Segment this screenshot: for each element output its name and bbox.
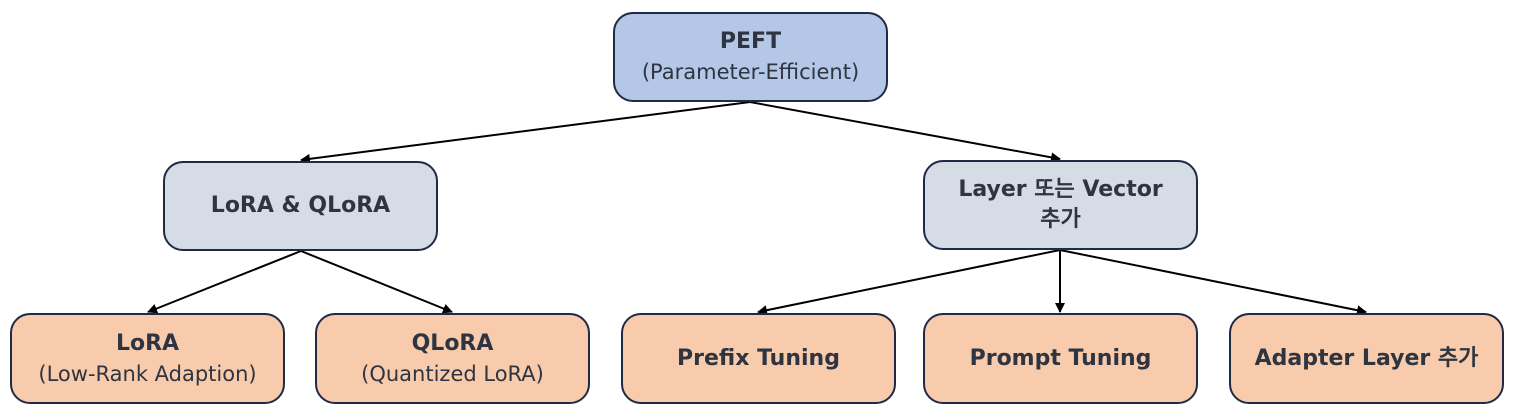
node-adapter-layer-title: Adapter Layer 추가 <box>1254 345 1479 371</box>
edge-peft-to-lora-qlora <box>300 101 751 164</box>
node-qlora-title: QLoRA <box>411 330 494 356</box>
node-peft: PEFT (Parameter-Efficient) <box>613 12 888 102</box>
node-adapter-layer: Adapter Layer 추가 <box>1229 313 1504 404</box>
node-layer-vector-group: Layer 또는 Vector 추가 <box>923 160 1198 250</box>
node-qlora: QLoRA (Quantized LoRA) <box>315 313 590 404</box>
node-prompt-tuning-title: Prompt Tuning <box>969 345 1152 371</box>
edge-layer-vector-to-adapter <box>1059 249 1367 316</box>
edge-lora-qlora-to-lora <box>147 250 302 314</box>
node-lora-title: LoRA <box>115 330 180 356</box>
node-layer-vector-title-line2: 추가 <box>1040 207 1081 232</box>
node-prefix-tuning-title: Prefix Tuning <box>677 345 840 371</box>
node-lora-qlora-group: LoRA & QLoRA <box>163 161 438 251</box>
node-prompt-tuning: Prompt Tuning <box>923 313 1198 404</box>
edge-peft-to-layer-vector <box>749 101 1061 163</box>
edge-lora-qlora-to-qlora <box>300 250 453 314</box>
node-lora: LoRA (Low-Rank Adaption) <box>10 313 285 404</box>
node-lora-subtitle: (Low-Rank Adaption) <box>38 361 257 386</box>
node-qlora-subtitle: (Quantized LoRA) <box>361 361 544 386</box>
node-lora-qlora-group-title: LoRA & QLoRA <box>210 193 391 218</box>
edge-layer-vector-to-prefix <box>757 249 1061 316</box>
node-peft-subtitle: (Parameter-Efficient) <box>641 60 860 84</box>
node-prefix-tuning: Prefix Tuning <box>621 313 896 404</box>
node-layer-vector-title-line1: Layer 또는 Vector <box>958 177 1163 202</box>
node-peft-title: PEFT <box>719 29 782 54</box>
